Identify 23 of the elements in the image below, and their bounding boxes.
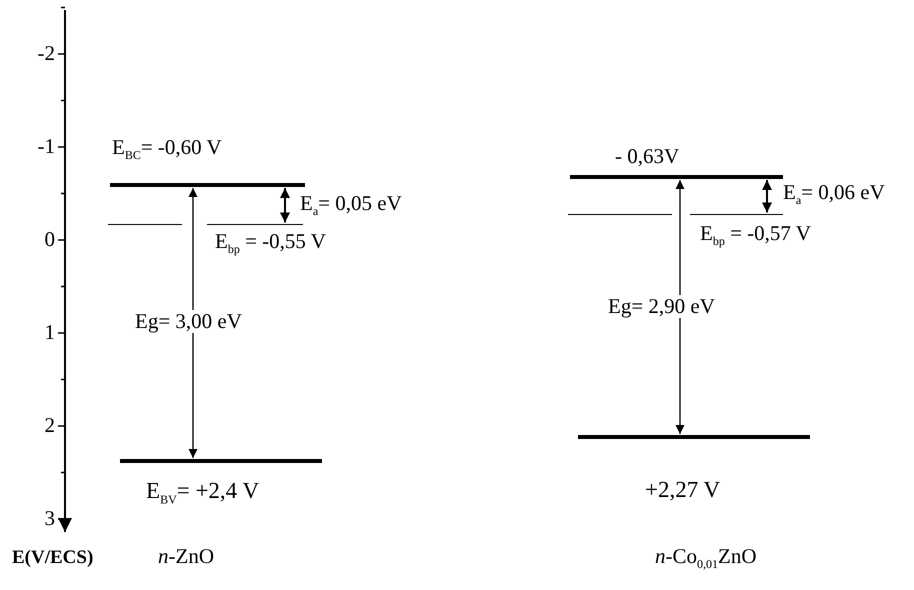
level-label: E$_{BV}$= +2,4 V	[146, 478, 260, 507]
level-label: +2,27 V	[645, 477, 720, 502]
tick-label: -1	[38, 135, 55, 158]
edge-label: E$_{a}$= 0,06 eV	[783, 181, 885, 208]
double-headed-arrow	[675, 180, 685, 434]
edge-label: Eg= 2,90 eV	[608, 295, 715, 318]
tick-label: 1	[44, 321, 55, 344]
axis-title: E(V/ECS)	[12, 548, 94, 569]
edge-label: E$_{a}$= 0,05 eV	[300, 192, 402, 218]
edge-label: Eg= 3,00 eV	[135, 310, 242, 334]
material-label: n-Co$_{0,01}$ZnO	[655, 545, 756, 572]
double-headed-arrow	[280, 188, 290, 222]
material-label: n-ZnO	[158, 545, 214, 568]
tick-label: 2	[44, 414, 55, 438]
level-label: - 0,63V	[615, 145, 680, 168]
level-label: E$_{bp}$ = -0,57 V	[700, 222, 811, 248]
tick-label: 3	[44, 507, 55, 530]
level-label: E$_{bp}$ = -0,55 V	[215, 230, 326, 256]
level-label: E$_{BC}$= -0,60 V	[112, 136, 222, 162]
tick-label: -2	[38, 42, 55, 66]
double-headed-arrow	[762, 180, 772, 212]
tick-label: 0	[44, 228, 55, 252]
double-headed-arrow	[188, 188, 198, 458]
